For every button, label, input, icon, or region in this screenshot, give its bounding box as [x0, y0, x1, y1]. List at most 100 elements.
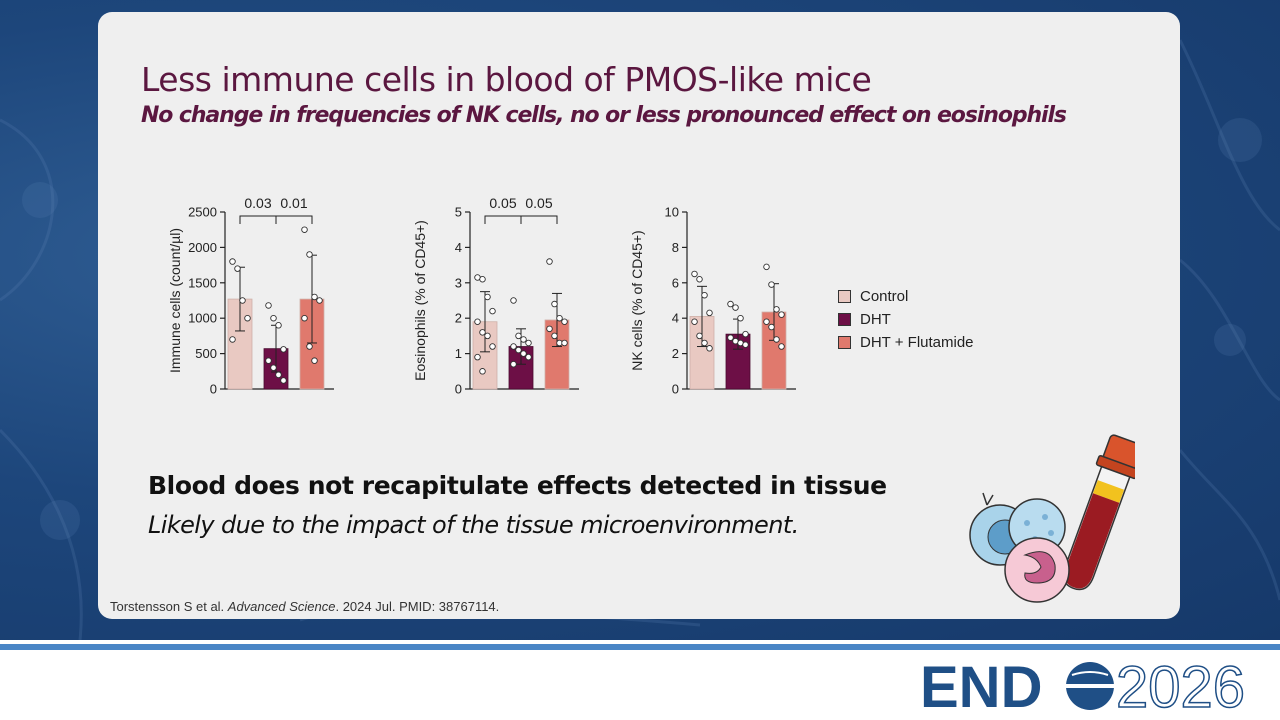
data-point: [265, 302, 272, 309]
data-point: [316, 297, 323, 304]
data-point: [301, 314, 308, 322]
legend-swatch-dht: [838, 313, 851, 326]
data-point: [696, 276, 703, 283]
y-tick-label: 5: [455, 205, 462, 220]
legend-item-control: Control: [838, 285, 974, 308]
data-point: [474, 318, 481, 325]
citation-journal: Advanced Science: [227, 599, 336, 614]
significance-bracket: [275, 215, 313, 224]
data-point: [701, 339, 708, 347]
data-point: [275, 322, 282, 329]
citation: Torstensson S et al. Advanced Science. 2…: [110, 599, 499, 614]
y-tick-label: 6: [672, 275, 679, 290]
data-point: [234, 265, 241, 272]
logo-globe-icon: [1066, 662, 1114, 710]
y-tick-label: 8: [672, 240, 679, 255]
data-point: [280, 346, 287, 353]
y-axis-label: Immune cells (count/µl): [167, 228, 183, 373]
data-point: [484, 293, 491, 301]
data-point: [306, 343, 313, 350]
data-point: [732, 304, 739, 311]
data-point: [265, 357, 272, 364]
data-point: [706, 345, 713, 352]
data-point: [520, 336, 527, 343]
data-point: [479, 329, 486, 336]
data-point: [510, 297, 517, 304]
y-axis-label: NK cells (% of CD45+): [629, 230, 645, 370]
y-tick-label: 0: [210, 382, 217, 397]
data-point: [311, 293, 318, 301]
data-point: [489, 307, 496, 315]
data-point: [489, 343, 496, 350]
data-point: [742, 341, 749, 348]
background-network-decoration: [0, 39, 1280, 640]
data-point: [763, 318, 770, 325]
data-point: [696, 332, 703, 340]
data-point: [691, 318, 698, 325]
significance-label: 0.03: [244, 195, 271, 211]
data-point: [742, 330, 749, 338]
data-point: [551, 332, 558, 340]
citation-authors: Torstensson S et al.: [110, 599, 228, 614]
data-point: [229, 336, 236, 343]
data-point: [773, 336, 780, 343]
data-point: [479, 276, 486, 283]
data-point: [275, 371, 282, 379]
data-point: [737, 314, 744, 322]
logo-text-right: 2026: [1116, 655, 1245, 715]
significance-label: 0.05: [525, 195, 552, 211]
data-point: [546, 258, 553, 265]
endo-2026-logo: END 2026: [920, 655, 1246, 715]
legend-label-control: Control: [860, 288, 909, 305]
significance-bracket: [239, 215, 277, 224]
significance-bracket: [484, 215, 522, 224]
data-point: [525, 353, 532, 361]
data-point: [515, 332, 522, 340]
citation-details: . 2024 Jul. PMID: 38767114.: [335, 599, 500, 614]
data-point: [479, 368, 486, 375]
legend-item-dht-flutamide: DHT + Flutamide: [838, 331, 974, 354]
eosinophil-icon: [1004, 537, 1070, 603]
footer-divider: [0, 640, 1280, 644]
data-point: [773, 306, 780, 313]
slide-title: Less immune cells in blood of PMOS-like …: [141, 60, 872, 99]
data-point: [727, 334, 734, 341]
data-point: [229, 258, 236, 265]
data-point: [510, 360, 517, 368]
data-point: [311, 357, 318, 364]
chart-legend: Control DHT DHT + Flutamide: [838, 285, 974, 354]
y-tick-label: 10: [665, 205, 679, 220]
blood-tube-icon: [1062, 434, 1135, 591]
data-point: [778, 343, 785, 350]
legend-item-dht: DHT: [838, 308, 974, 331]
data-point: [691, 270, 698, 278]
y-tick-label: 3: [455, 275, 462, 290]
y-tick-label: 2: [672, 346, 679, 361]
y-tick-label: 1500: [188, 275, 217, 290]
y-tick-label: 0: [455, 382, 462, 397]
y-tick-label: 4: [455, 240, 462, 255]
y-tick-label: 500: [195, 346, 217, 361]
data-point: [551, 300, 558, 308]
legend-label-dht: DHT: [860, 311, 891, 328]
y-tick-label: 4: [672, 311, 679, 326]
data-point: [701, 291, 708, 299]
data-point: [474, 353, 481, 361]
y-tick-label: 2500: [188, 205, 217, 220]
data-point: [239, 297, 246, 304]
y-tick-label: 1000: [188, 311, 217, 326]
data-point: [556, 314, 563, 322]
data-point: [525, 339, 532, 347]
data-point: [306, 251, 313, 258]
data-point: [727, 300, 734, 308]
y-tick-label: 1: [455, 346, 462, 361]
legend-swatch-control: [838, 290, 851, 303]
data-point: [301, 226, 308, 233]
data-point: [561, 339, 568, 347]
y-axis-label: Eosinophils (% of CD45+): [412, 220, 428, 381]
data-point: [768, 323, 775, 331]
footer-accent-stripe: [0, 644, 1280, 650]
